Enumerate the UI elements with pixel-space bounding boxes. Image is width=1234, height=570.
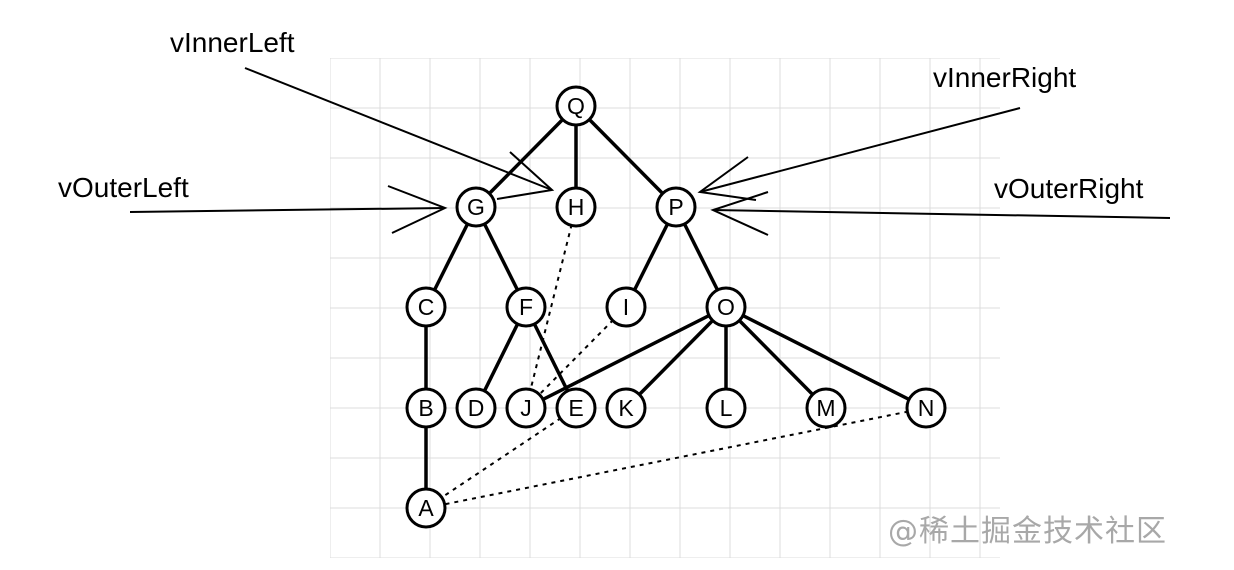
- background-grid: [330, 58, 1000, 558]
- node-J: J: [505, 387, 547, 429]
- dashed-edge-H-J: [525, 206, 577, 409]
- node-circle-A: [405, 487, 447, 529]
- node-circle-Q: [555, 85, 597, 127]
- node-circle-L: [705, 387, 747, 429]
- edge-O-N: [725, 305, 927, 410]
- edge-O-J: [525, 305, 727, 410]
- node-label-B: B: [418, 395, 433, 421]
- tree-nodes: Q G H P C F I O B D J E K L M N A: [405, 85, 947, 529]
- dashed-edge-I-J: [525, 306, 627, 409]
- node-label-M: M: [816, 395, 835, 421]
- node-K: K: [605, 387, 647, 429]
- annotation-label-vInnerLeft: vInnerLeft: [170, 27, 295, 58]
- annotation-arrow-line-vOuterRight: [712, 209, 1171, 219]
- node-circle-M: [805, 387, 847, 429]
- node-label-H: H: [568, 194, 585, 220]
- node-N: N: [905, 387, 947, 429]
- node-circle-K: [605, 387, 647, 429]
- node-circle-P: [655, 186, 697, 228]
- node-label-P: P: [668, 194, 683, 220]
- node-B: B: [405, 387, 447, 429]
- node-label-A: A: [418, 495, 434, 521]
- annotation-arrow-head-vInnerLeft: [496, 151, 555, 200]
- annotation-arrow-line-vInnerLeft: [244, 67, 553, 191]
- node-label-E: E: [568, 395, 583, 421]
- node-label-L: L: [720, 395, 733, 421]
- watermark-text: @稀土掘金技术社区: [888, 514, 1167, 549]
- node-label-O: O: [717, 294, 735, 320]
- node-circle-E: [555, 387, 597, 429]
- node-circle-C: [405, 286, 447, 328]
- node-label-G: G: [467, 194, 485, 220]
- node-C: C: [405, 286, 447, 328]
- node-circle-I: [605, 286, 647, 328]
- node-label-I: I: [623, 294, 629, 320]
- dashed-edge-N-A: [425, 407, 927, 509]
- node-circle-G: [455, 186, 497, 228]
- node-O: O: [705, 286, 747, 328]
- node-label-N: N: [918, 395, 935, 421]
- annotation-arrow-line-vOuterLeft: [129, 207, 446, 213]
- node-circle-B: [405, 387, 447, 429]
- annotation-vInnerLeft: vInnerLeft: [170, 27, 555, 200]
- edge-Q-P: [574, 104, 678, 209]
- annotation-arrow-head-vOuterLeft: [387, 185, 448, 234]
- node-I: I: [605, 286, 647, 328]
- node-label-D: D: [468, 395, 485, 421]
- annotation-label-vOuterRight: vOuterRight: [994, 173, 1144, 204]
- annotation-arrow-head-vInnerRight: [697, 156, 757, 201]
- annotation-arrow-line-vInnerRight: [699, 107, 1021, 193]
- annotation-vOuterRight: vOuterRight: [710, 173, 1171, 236]
- node-L: L: [705, 387, 747, 429]
- node-label-Q: Q: [567, 93, 585, 119]
- dashed-edge-E-A: [425, 407, 577, 509]
- node-G: G: [455, 186, 497, 228]
- node-H: H: [555, 186, 597, 228]
- node-circle-H: [555, 186, 597, 228]
- annotation-vOuterLeft: vOuterLeft: [58, 172, 448, 234]
- node-P: P: [655, 186, 697, 228]
- annotation-label-vInnerRight: vInnerRight: [933, 62, 1076, 93]
- node-D: D: [455, 387, 497, 429]
- node-label-C: C: [418, 294, 435, 320]
- edge-Q-G: [474, 104, 578, 209]
- node-label-F: F: [519, 294, 533, 320]
- node-Q: Q: [555, 85, 597, 127]
- node-circle-O: [705, 286, 747, 328]
- node-circle-N: [905, 387, 947, 429]
- annotation-vInnerRight: vInnerRight: [697, 62, 1076, 201]
- edge-O-K: [624, 305, 728, 410]
- annotation-arrow-head-vOuterRight: [710, 191, 769, 236]
- node-M: M: [805, 387, 847, 429]
- node-F: F: [505, 286, 547, 328]
- annotation-arrows: vInnerLeft vOuterLeft vInnerRight vOuterRig…: [58, 27, 1171, 236]
- annotation-label-vOuterLeft: vOuterLeft: [58, 172, 189, 203]
- node-circle-J: [505, 387, 547, 429]
- tree-edges: [424, 104, 927, 508]
- node-label-K: K: [618, 395, 634, 421]
- node-circle-D: [455, 387, 497, 429]
- node-A: A: [405, 487, 447, 529]
- node-E: E: [555, 387, 597, 429]
- node-label-J: J: [520, 395, 532, 421]
- edge-O-M: [724, 305, 828, 410]
- node-circle-F: [505, 286, 547, 328]
- dashed-edges: [425, 206, 927, 509]
